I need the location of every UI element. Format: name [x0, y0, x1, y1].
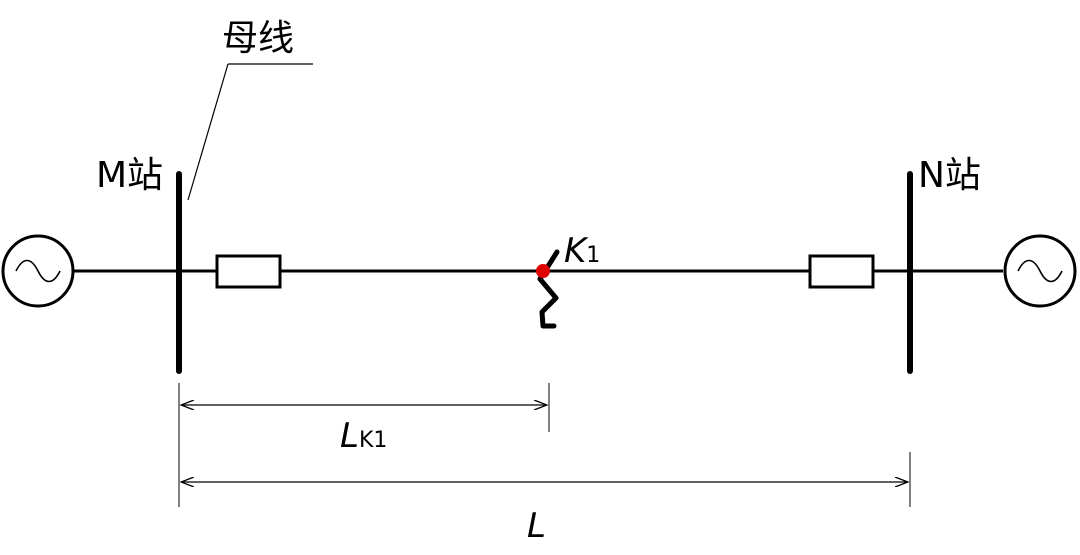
fault-label: K1: [564, 231, 600, 271]
breaker-m-icon: [215, 254, 282, 289]
distance-lk1-label: LK1: [340, 416, 387, 456]
fault-lightning-icon: [537, 249, 560, 329]
busbar-leader: [187, 63, 313, 201]
fault-label-main: K: [564, 231, 589, 271]
busbar-label: 母线: [222, 18, 294, 59]
source-n-icon: [1003, 234, 1077, 308]
distance-l-label: L: [527, 506, 546, 546]
distance-lk1-main: L: [340, 416, 359, 456]
fault-point: [536, 264, 550, 278]
station-m-label: M站: [96, 155, 163, 196]
fault-label-sub: 1: [586, 243, 600, 268]
source-m-icon: [1, 234, 75, 308]
distance-lk1-sub: K1: [359, 428, 387, 453]
breaker-n-icon: [808, 254, 875, 289]
station-n-label: N站: [918, 155, 981, 196]
